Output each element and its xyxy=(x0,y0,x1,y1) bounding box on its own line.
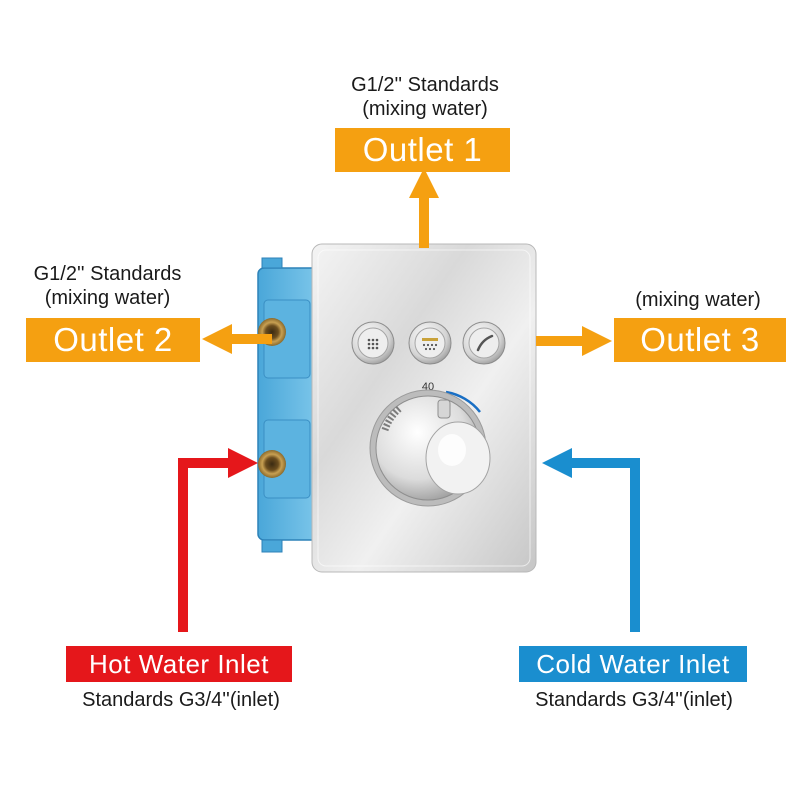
outlet-1-arrow xyxy=(409,168,439,248)
cold-inlet-spec: Standards G3/4''(inlet) xyxy=(535,689,733,711)
cold-inlet-label: Cold Water Inlet xyxy=(519,646,747,682)
thermostatic-knob[interactable] xyxy=(369,389,491,507)
hot-inlet-port xyxy=(258,450,286,478)
outlet-2-arrow xyxy=(202,324,272,354)
outlet-2-spec-line1: G1/2'' Standards xyxy=(33,263,182,285)
handheld-spray-button[interactable] xyxy=(351,321,395,365)
outlet-1-spec-line2: (mixing water) xyxy=(362,98,488,120)
mounting-box xyxy=(257,257,319,553)
cold-scale-arc xyxy=(445,390,481,413)
hot-inlet-label: Hot Water Inlet xyxy=(66,646,292,682)
cold-inlet-arrow xyxy=(542,448,640,632)
outlet-2-spec: G1/2'' Standards (mixing water) xyxy=(0,262,215,310)
outlet-1-spec-line1: G1/2'' Standards xyxy=(351,74,499,96)
rain-shower-button[interactable] xyxy=(408,321,452,365)
hot-inlet-arrow xyxy=(178,448,258,632)
outlet-3-spec: (mixing water) xyxy=(612,288,784,312)
outlet-1-label: Outlet 1 xyxy=(335,128,510,172)
hot-inlet-spec: Standards G3/4''(inlet) xyxy=(82,689,280,711)
outlet-2-label: Outlet 2 xyxy=(26,318,200,362)
outlet-3-arrow xyxy=(536,326,612,356)
outlet-3-spec-line1: (mixing water) xyxy=(635,289,761,311)
hand-shower-button[interactable] xyxy=(462,321,506,365)
outlet-1-spec: G1/2'' Standards (mixing water) xyxy=(310,73,540,121)
outlet-2-spec-line2: (mixing water) xyxy=(44,287,171,309)
outlet-3-label: Outlet 3 xyxy=(614,318,786,362)
